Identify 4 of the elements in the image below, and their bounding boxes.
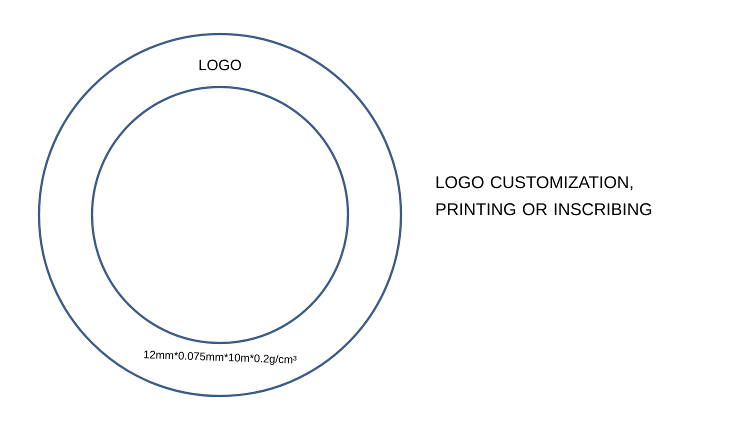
core-circle xyxy=(90,86,350,344)
note-text: LOGO CUSTOMIZATION, PRINTING OR INSCRIBING xyxy=(436,176,652,216)
dimension-text: 12mm*0.075mm*10m*0.2g/cm³ xyxy=(144,350,296,365)
placeholder-text: LOGO xyxy=(200,60,241,70)
